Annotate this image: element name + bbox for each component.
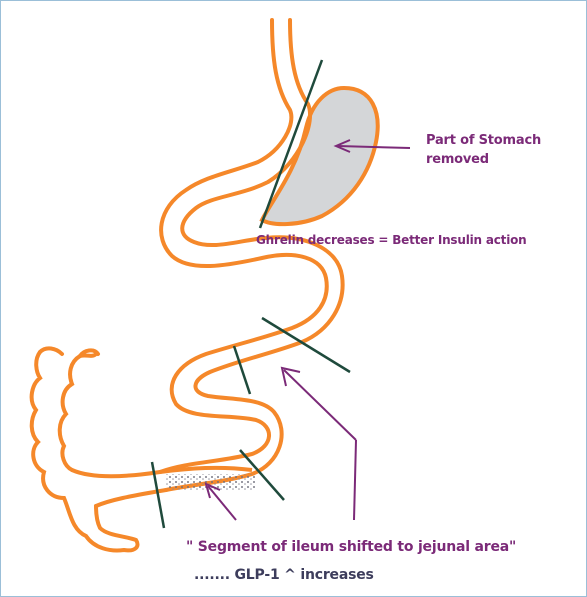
ileum-inner-edge	[96, 490, 166, 506]
stomach-label-line1: Part of Stomach	[426, 134, 541, 149]
stomach-label-line2: removed	[426, 153, 489, 168]
large-intestine-inner	[60, 354, 96, 470]
ileum-upper-cut-line	[234, 346, 250, 394]
jejunum-arrow	[282, 368, 356, 520]
ileum-outer-edge	[72, 470, 160, 476]
jejunum-cut-line	[262, 318, 350, 372]
ileum-shift-label: " Segment of ileum shifted to jejunal ar…	[186, 539, 516, 555]
ileum-segment-outer	[160, 468, 252, 472]
glp1-label: ....... GLP-1 ^ increases	[194, 567, 374, 583]
large-intestine-outline	[32, 352, 138, 550]
removed-stomach-region	[262, 88, 378, 224]
ghrelin-label: Ghrelin decreases = Better Insulin actio…	[256, 234, 527, 248]
